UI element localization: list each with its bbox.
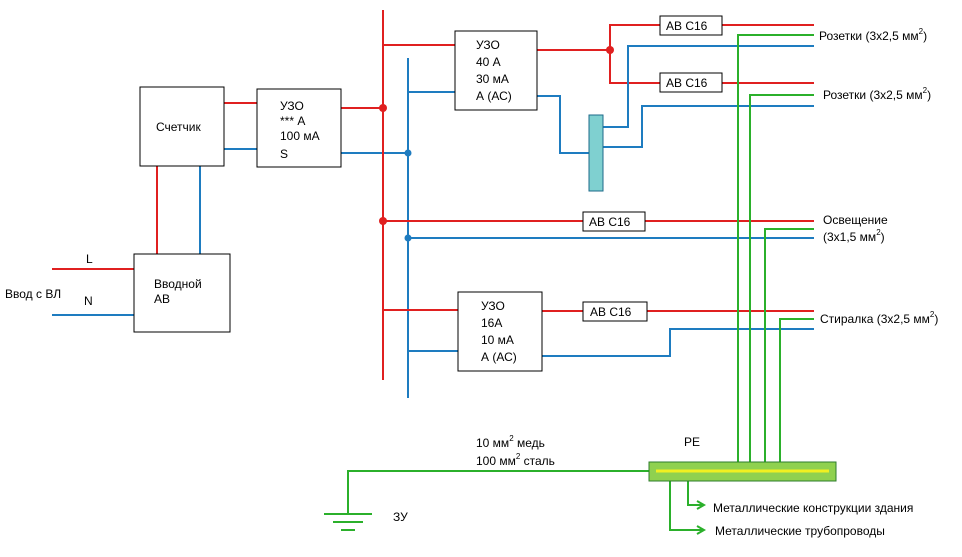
breaker-box <box>582 211 646 232</box>
breaker-box <box>659 72 723 93</box>
rcd-40-line1: УЗО <box>476 38 500 52</box>
rcd-16-line1: УЗО <box>481 299 505 313</box>
output-washer: Стиралка (3х2,5 мм2) <box>820 310 938 326</box>
rcd-16-box <box>457 291 543 372</box>
main-breaker-box <box>133 253 231 333</box>
earth-wires <box>324 34 814 535</box>
output-lighting-line1: Освещение <box>823 213 888 227</box>
breaker-box <box>582 301 648 322</box>
main-breaker-line1: Вводной <box>154 277 202 291</box>
rcd-main-line4: S <box>280 147 288 161</box>
rcd-main-line2: *** А <box>280 114 305 128</box>
rcd-40-line2: 40 А <box>476 55 501 69</box>
rcd-40-line4: А (АС) <box>476 89 512 103</box>
main-breaker-line2: АВ <box>154 292 170 306</box>
rcd-16-line2: 16А <box>481 316 502 330</box>
rcd-40-box <box>454 30 538 111</box>
pipes-label: Металлические трубопроводы <box>715 524 885 538</box>
input-label: Ввод с ВЛ <box>5 287 61 301</box>
lighting-wires <box>383 220 814 239</box>
rcd-16-line4: А (АС) <box>481 350 517 364</box>
rcd-40-line3: 30 мА <box>476 72 509 86</box>
phase-l-label: L <box>86 252 93 266</box>
output-lighting-line2: (3х1,5 мм2) <box>823 228 885 244</box>
input-wires <box>52 268 134 316</box>
meter-box <box>139 86 225 167</box>
neutral-junction <box>404 234 412 242</box>
breaker-label: АВ С16 <box>666 19 708 33</box>
rcd-main-line1: УЗО <box>280 99 304 113</box>
neutral-junction <box>404 149 412 157</box>
pe-conductor-steel: 100 мм2 сталь <box>476 452 555 468</box>
structures-label: Металлические конструкции здания <box>713 501 913 515</box>
rcd-16-line3: 10 мА <box>481 333 514 347</box>
neutral-bar <box>588 114 604 192</box>
rcd-main-feed-wires <box>224 102 408 154</box>
phase-junction <box>379 217 387 225</box>
breaker-label: АВ С16 <box>589 215 631 229</box>
phase-junction <box>606 46 614 54</box>
breaker-label: АВ С16 <box>666 76 708 90</box>
neutral-n-label: N <box>84 294 93 308</box>
meter-feed-wires <box>156 166 201 254</box>
breaker-box <box>659 15 723 36</box>
output-sockets-1: Розетки (3х2,5 мм2) <box>819 27 927 43</box>
rcd-main-line3: 100 мА <box>280 129 320 143</box>
rcd-40-wires <box>383 24 814 154</box>
breaker-label: АВ С16 <box>590 305 632 319</box>
rcd-16-wires <box>383 309 814 357</box>
pe-label: PE <box>684 435 700 449</box>
rcd-main-box <box>256 88 342 168</box>
junction-dots <box>379 46 614 242</box>
pe-conductor-copper: 10 мм2 медь <box>476 434 545 450</box>
phase-junction <box>379 104 387 112</box>
output-sockets-2: Розетки (3х2,5 мм2) <box>823 86 931 102</box>
meter-label: Счетчик <box>156 120 202 134</box>
ground-label: ЗУ <box>393 510 408 524</box>
